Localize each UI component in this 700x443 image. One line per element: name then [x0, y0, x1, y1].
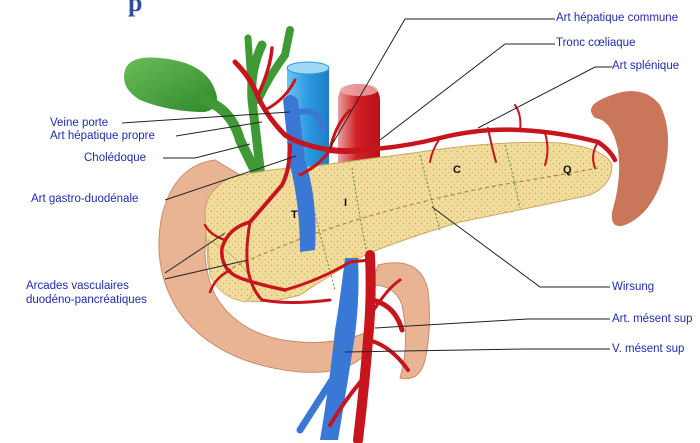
segment-i: I [344, 197, 347, 209]
label-tronc-coeliaque: Tronc cœliaque [556, 37, 635, 50]
label-arcades-line1: Arcades vasculaires [26, 280, 129, 293]
label-arcades-line2: duodéno-pancréatiques [26, 294, 147, 307]
label-v-mesent-sup: V. mésent sup [612, 343, 684, 356]
segment-q: Q [563, 164, 572, 176]
label-art-hepatique-propre: Art hépatique propre [50, 130, 155, 143]
segment-c: C [453, 164, 461, 176]
label-art-splenique: Art splénique [612, 60, 679, 73]
label-art-gastro-duodenale: Art gastro-duodénale [31, 193, 138, 206]
label-art-mesent-sup: Art. mésent sup [612, 313, 693, 326]
label-choledoque: Cholédoque [84, 152, 146, 165]
label-veine-porte: Veine porte [50, 117, 108, 130]
label-wirsung: Wirsung [612, 281, 654, 294]
label-art-hepatique-commune: Art hépatique commune [556, 12, 678, 25]
segment-t: T [291, 209, 298, 221]
